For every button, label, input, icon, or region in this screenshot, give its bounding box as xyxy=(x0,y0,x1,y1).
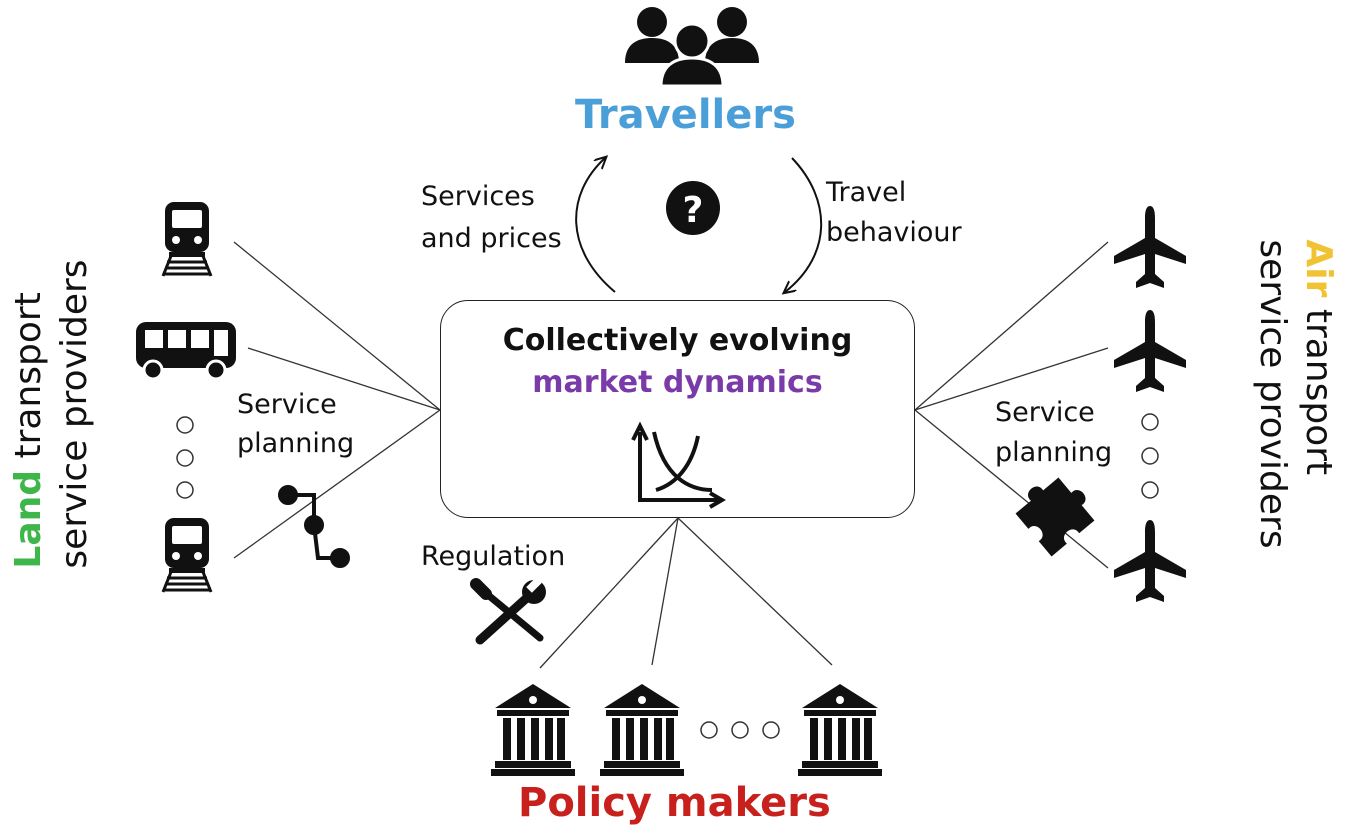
air-ellipsis xyxy=(1141,413,1159,499)
behaviour-arrow xyxy=(785,157,823,292)
services-label-line2: and prices xyxy=(421,223,562,254)
connector-line xyxy=(914,409,1109,569)
bus-icon xyxy=(136,322,236,381)
services-arrow xyxy=(575,158,616,293)
land-title-line2: service providers xyxy=(54,259,95,569)
land-planning-line2: planning xyxy=(237,428,355,459)
policy-ellipsis xyxy=(700,721,780,739)
government-building-icon xyxy=(798,684,882,776)
supply-demand-chart-icon xyxy=(631,421,726,509)
air-highlight: Air xyxy=(1298,239,1339,298)
train-icon xyxy=(161,516,213,594)
airplane-icon xyxy=(1114,520,1186,602)
services-label-line1: Services xyxy=(421,181,535,212)
air-title-rest: transport xyxy=(1298,297,1339,476)
regulation-label: Regulation xyxy=(421,541,566,572)
connector-line xyxy=(233,241,441,411)
wrench-screwdriver-icon xyxy=(470,577,546,645)
government-building-icon xyxy=(491,684,575,776)
policy-makers-title: Policy makers xyxy=(518,780,831,826)
land-title-rest: transport xyxy=(8,292,49,470)
svg-text:?: ? xyxy=(683,190,704,231)
airplane-icon xyxy=(1114,310,1186,392)
policy-makers-title-text: Policy makers xyxy=(518,780,831,826)
market-dynamics-box: Collectively evolving market dynamics xyxy=(440,300,915,518)
connector-line xyxy=(233,409,441,559)
travellers-title: Travellers xyxy=(575,92,796,138)
people-group-icon xyxy=(625,7,759,88)
puzzle-piece-icon xyxy=(1015,477,1095,557)
air-providers-title: Air transport service providers xyxy=(1249,239,1341,548)
connector-line xyxy=(914,241,1109,411)
land-providers-title: Land transport service providers xyxy=(6,259,98,568)
connector-line xyxy=(539,517,679,669)
land-highlight: Land xyxy=(8,469,49,569)
behaviour-label-line2: behaviour xyxy=(826,217,962,248)
connector-lines xyxy=(233,241,1109,669)
land-planning-line1: Service xyxy=(237,389,337,420)
connector-line xyxy=(677,517,833,666)
air-planning-line2: planning xyxy=(995,437,1113,468)
question-mark-icon: ? xyxy=(666,181,720,235)
route-nodes-icon xyxy=(278,485,350,568)
air-title-line2: service providers xyxy=(1252,239,1293,549)
land-ellipsis xyxy=(176,416,194,499)
market-box-line2: market dynamics xyxy=(532,365,823,400)
travellers-title-text: Travellers xyxy=(575,92,796,138)
connector-line xyxy=(247,347,441,411)
behaviour-label-line1: Travel xyxy=(826,177,907,208)
train-icon xyxy=(161,200,213,278)
connector-line xyxy=(651,517,679,666)
market-box-line1: Collectively evolving xyxy=(502,323,853,358)
airplane-icon xyxy=(1114,206,1186,288)
air-planning-line1: Service xyxy=(995,397,1095,428)
connector-line xyxy=(914,347,1109,411)
government-building-icon xyxy=(600,684,684,776)
